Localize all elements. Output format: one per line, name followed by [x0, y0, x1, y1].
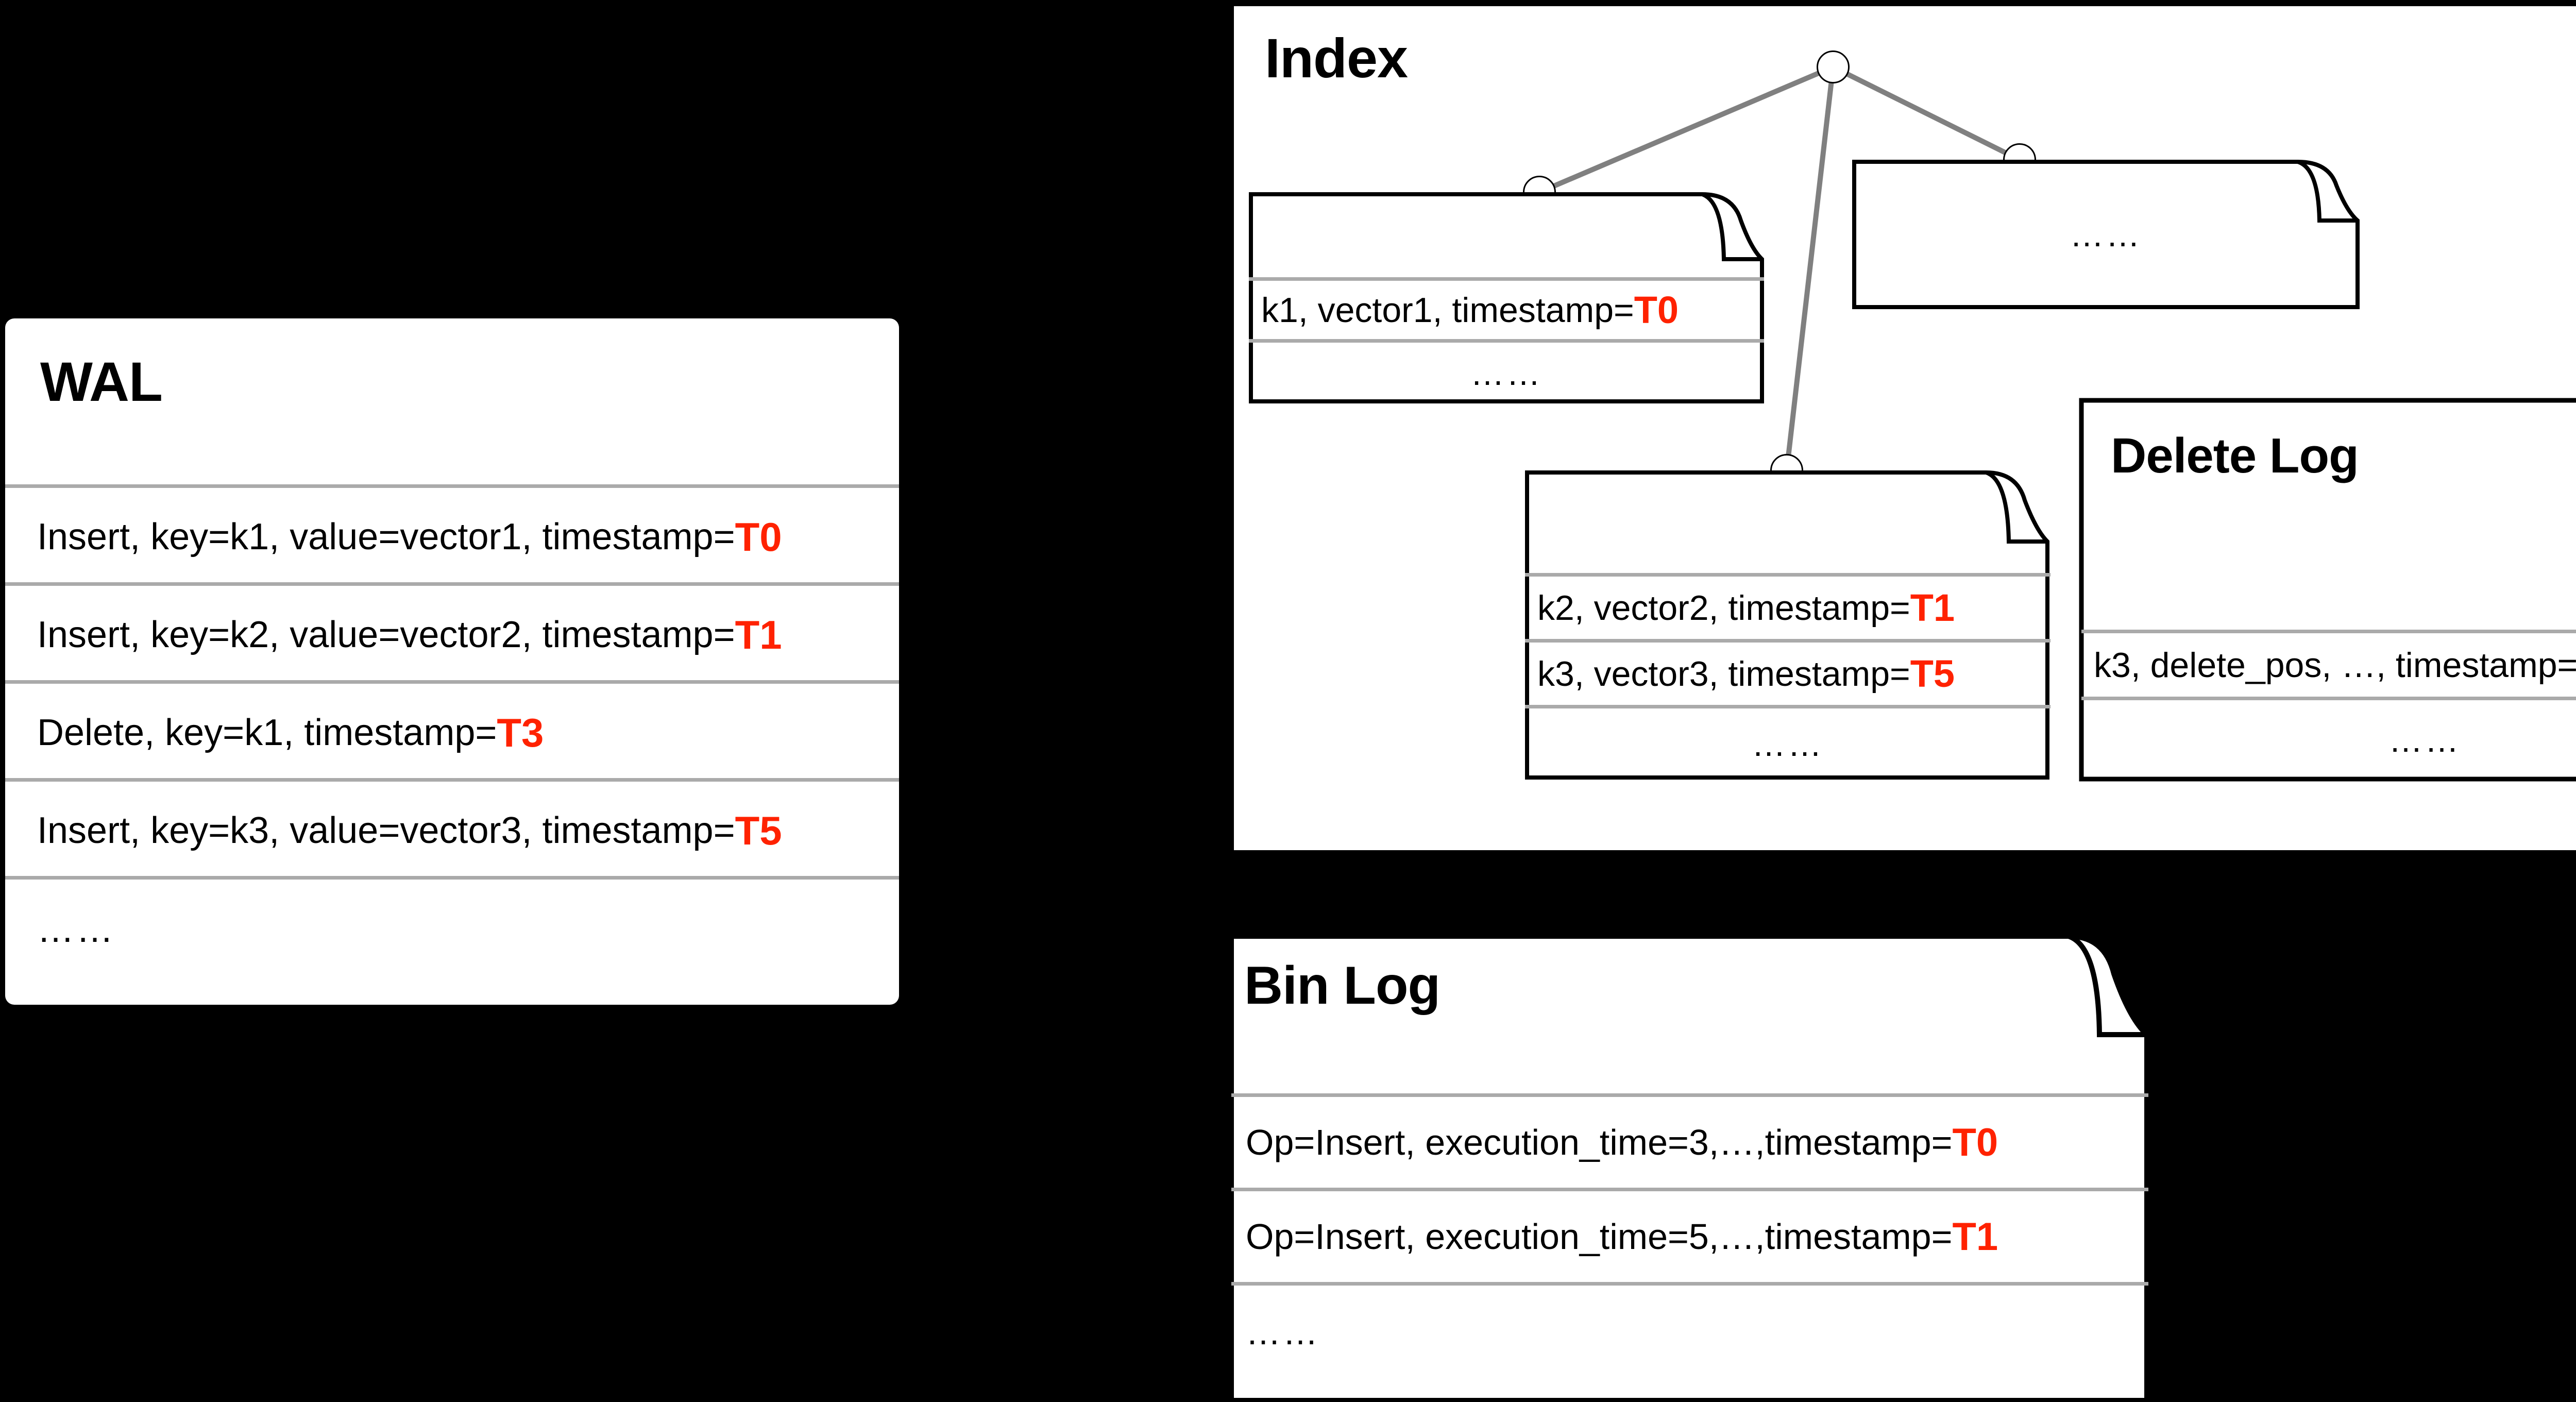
wal-row: Insert, key=k3, value=vector3, timestamp… [5, 778, 899, 880]
wal-row: Insert, key=k1, value=vector1, timestamp… [5, 484, 899, 586]
card-row-timestamp: T5 [1910, 652, 1955, 695]
card-row: k3, vector3, timestamp=T5 [1525, 639, 2050, 705]
card-row: k3, delete_pos, …, timestamp=T3 [2081, 630, 2576, 697]
card-row-text: …… [1246, 1313, 1320, 1352]
bin-log-title: Bin Log [1244, 956, 1440, 1016]
card-row-timestamp: T1 [1952, 1214, 1998, 1259]
card-row-text: Op=Insert, execution_time=3,…,timestamp= [1246, 1122, 1953, 1162]
wal-row-timestamp: T0 [735, 514, 782, 560]
wal-row-text: Insert, key=k2, value=vector2, timestamp… [37, 614, 735, 655]
card-row: Op=Insert, execution_time=3,…,timestamp=… [1231, 1093, 2148, 1188]
leaf-card-k1: k1, vector1, timestamp=T0 …… [1249, 192, 1764, 403]
delete-log-card: Delete Log k3, delete_pos, …, timestamp=… [2079, 398, 2576, 782]
card-outline [1525, 470, 2049, 780]
card-row: …… [1249, 339, 1764, 403]
card-row-text: …… [2388, 720, 2461, 759]
card-row: Op=Insert, execution_time=5,…,timestamp=… [1231, 1188, 2148, 1282]
card-row: …… [1231, 1282, 2148, 1400]
index-panel: Index k1, vector1, timestamp=T0 [1234, 6, 2576, 850]
wal-row-text: Insert, key=k3, value=vector3, timestamp… [37, 810, 735, 851]
card-rows: …… [1852, 160, 2360, 309]
card-row-timestamp: T1 [1910, 586, 1955, 629]
card-row-text: k1, vector1, timestamp= [1261, 290, 1634, 330]
card-row-text: k3, delete_pos, …, timestamp= [2094, 645, 2576, 685]
card-outline [1852, 160, 2360, 309]
root-node[interactable] [1817, 50, 1850, 83]
card-row: …… [1525, 705, 2050, 780]
delete-log-title: Delete Log [2111, 428, 2359, 483]
wal-row-timestamp: T3 [497, 710, 544, 755]
index-title: Index [1265, 27, 1408, 89]
card-outline [1249, 192, 1764, 403]
card-rows: k3, delete_pos, …, timestamp=T3 …… [2081, 630, 2576, 779]
card-rows: k2, vector2, timestamp=T1 k3, vector3, t… [1525, 573, 2050, 780]
wal-row-text: Delete, key=k1, timestamp= [37, 712, 497, 753]
wal-row: Insert, key=k2, value=vector2, timestamp… [5, 582, 899, 684]
bin-log-card: Bin Log Op=Insert, execution_time=3,…,ti… [1229, 934, 2228, 1402]
card-row-timestamp: T0 [1634, 289, 1679, 331]
card-outline [2079, 398, 2576, 782]
card-row-text: …… [1470, 354, 1543, 392]
card-row-text: …… [1752, 725, 1824, 763]
card-row-text: k2, vector2, timestamp= [1537, 588, 1910, 628]
leaf-card-ellipsis: …… [1852, 160, 2360, 309]
card-row: k1, vector1, timestamp=T0 [1249, 277, 1764, 339]
wal-row: …… [5, 876, 899, 1037]
wal-row-text: …… [37, 909, 115, 950]
wal-row-timestamp: T1 [735, 612, 782, 657]
wal-row-text: Insert, key=k1, value=vector1, timestamp… [37, 516, 735, 558]
wal-row: Delete, key=k1, timestamp=T3 [5, 680, 899, 782]
card-row: …… [2081, 697, 2576, 779]
leaf-card-k2-k3: k2, vector2, timestamp=T1 k3, vector3, t… [1525, 470, 2050, 780]
wal-title: WAL [40, 350, 163, 413]
card-rows: Op=Insert, execution_time=3,…,timestamp=… [1231, 1093, 2148, 1400]
card-rows: k1, vector1, timestamp=T0 …… [1249, 277, 1764, 403]
card-row-timestamp: T0 [1952, 1120, 1998, 1164]
card-row: k2, vector2, timestamp=T1 [1525, 573, 2050, 639]
card-row-text: Op=Insert, execution_time=5,…,timestamp= [1246, 1217, 1953, 1257]
card-row-text: …… [2070, 215, 2142, 254]
card-row-text: k3, vector3, timestamp= [1537, 654, 1910, 694]
wal-panel: WAL Insert, key=k1, value=vector1, times… [5, 318, 899, 1005]
wal-row-timestamp: T5 [735, 807, 782, 853]
